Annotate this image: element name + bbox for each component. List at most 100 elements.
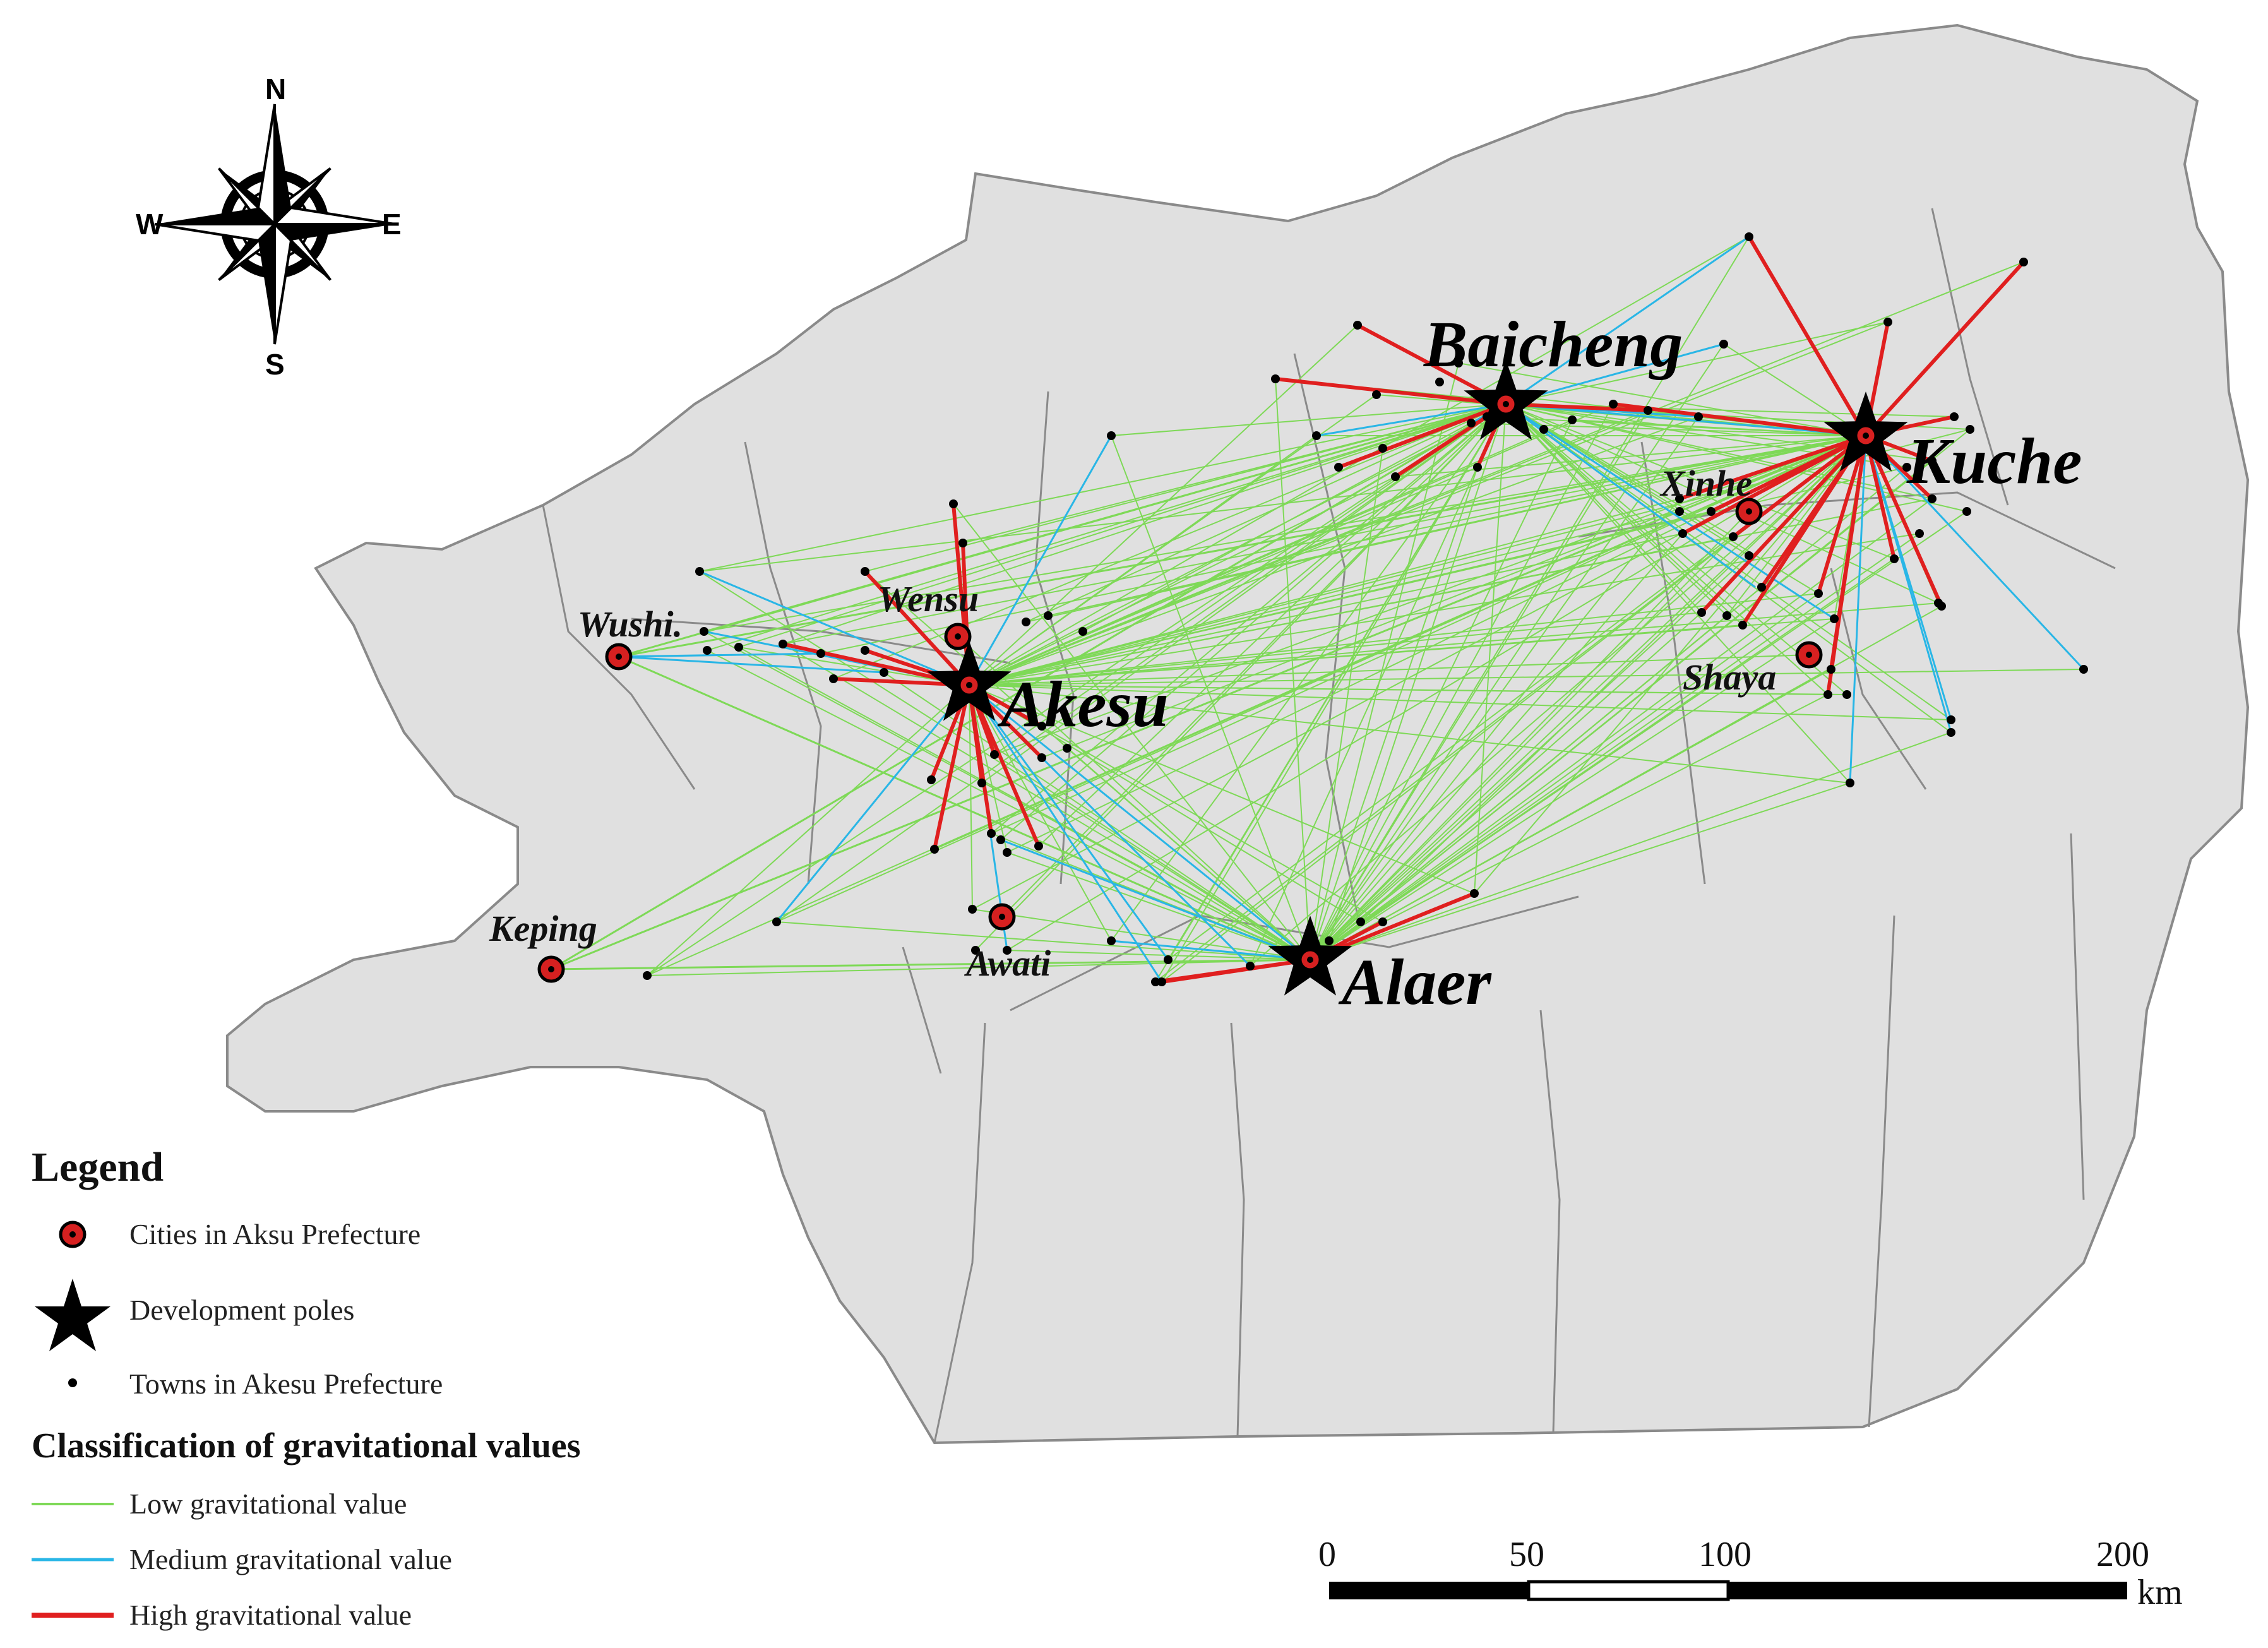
gravity-link <box>1864 434 1943 607</box>
town-dot <box>1675 507 1684 516</box>
gravity-link <box>782 643 1311 960</box>
gravity-link <box>969 498 1680 686</box>
town-dot <box>1022 618 1030 626</box>
scale-tick-50: 50 <box>1509 1535 1544 1574</box>
town-dot <box>1454 359 1463 367</box>
gravity-link <box>1505 321 1889 405</box>
low-gravity-links <box>551 236 2084 982</box>
gravity-link <box>551 434 1866 970</box>
gravity-link <box>994 435 1866 755</box>
gravity-link <box>968 684 1169 960</box>
cities-layer <box>537 498 1823 983</box>
gravity-link <box>1310 467 1478 960</box>
legend-medium-label: Medium gravitational value <box>129 1543 452 1575</box>
town-dot <box>1034 842 1043 851</box>
gravity-link <box>1310 669 1832 960</box>
town-dot <box>1729 532 1738 541</box>
town-dot <box>1003 946 1012 955</box>
town-dot <box>1470 889 1479 898</box>
town-dot <box>987 829 996 838</box>
town-dot <box>829 674 838 683</box>
gravity-link <box>972 909 1311 960</box>
town-dot <box>1107 431 1116 440</box>
gravity-link <box>1310 612 1702 960</box>
gravity-link <box>1310 533 1920 960</box>
gravity-link <box>1747 236 1868 437</box>
gravity-link <box>969 669 2084 686</box>
gravity-link <box>1337 402 1507 469</box>
city-marker-xinhe <box>1735 498 1763 525</box>
poles-layer <box>927 360 1908 996</box>
gravity-link <box>738 403 1507 648</box>
gravity-link <box>775 684 970 923</box>
gravity-link <box>1310 498 1680 960</box>
pole-label-alaer: Alaer <box>1338 946 1492 1018</box>
town-dot <box>772 917 781 926</box>
town-dot <box>1928 494 1937 503</box>
gravity-link <box>1006 852 1311 960</box>
gravity-link <box>1310 416 1699 960</box>
gravity-link <box>618 434 1866 658</box>
gravity-link <box>994 754 1311 960</box>
gravity-link <box>969 684 1311 961</box>
city-label-keping: Keping <box>489 908 597 949</box>
towns-layer <box>643 232 2088 986</box>
pole-city-marker-alaer <box>1298 948 1322 972</box>
town-dot <box>958 539 967 547</box>
town-dot <box>1356 917 1365 926</box>
pole-label-baicheng: Baicheng <box>1423 308 1683 381</box>
gravity-link <box>1155 403 1507 982</box>
gravity-link <box>1505 236 1750 405</box>
town-dot <box>816 649 825 658</box>
gravity-link <box>1474 435 1866 894</box>
town-dot <box>1694 412 1703 421</box>
scale-tick-0: 0 <box>1318 1535 1336 1574</box>
gravity-link <box>991 403 1507 834</box>
town-dot <box>1164 955 1173 964</box>
gravity-link <box>967 684 1041 847</box>
town-dot <box>1890 554 1899 563</box>
gravity-link <box>1310 511 1750 960</box>
gravity-link <box>968 684 1163 982</box>
gravity-link <box>618 655 885 674</box>
town-dot <box>996 835 1005 844</box>
scale-unit: km <box>2137 1573 2183 1612</box>
scale-tick-200: 200 <box>2096 1535 2149 1574</box>
pole-city-marker-akesu <box>957 673 981 697</box>
gravity-link <box>1310 618 1835 960</box>
gravity-link <box>1505 403 1702 613</box>
gravity-link <box>618 403 1507 658</box>
gravity-link <box>969 684 1361 923</box>
town-dot <box>1697 608 1706 617</box>
town-dot <box>734 643 743 652</box>
town-dot <box>1334 463 1343 472</box>
gravity-link <box>1865 434 2085 671</box>
town-dot <box>977 779 986 787</box>
gravity-link <box>1310 558 1895 960</box>
legend-city-symbol-icon <box>59 1221 87 1248</box>
town-dot <box>1722 611 1731 620</box>
town-dot <box>880 668 888 677</box>
gravity-link <box>1505 403 1939 604</box>
town-dot <box>927 775 936 784</box>
city-label-shaya: Shaya <box>1683 657 1776 698</box>
gravity-link <box>1041 435 1866 758</box>
town-dot <box>1745 551 1753 560</box>
gravity-link <box>1328 403 1507 941</box>
town-dot <box>643 971 652 980</box>
gravity-link <box>1723 343 1866 436</box>
gravity-link <box>1865 435 1952 733</box>
gravity-link <box>1025 403 1507 623</box>
town-dot <box>1378 444 1387 453</box>
gravity-link <box>1849 435 1867 784</box>
town-dot <box>700 627 708 636</box>
gravity-link <box>1310 536 1734 960</box>
town-dot <box>990 750 999 759</box>
town-dot <box>861 567 869 576</box>
town-dot <box>1934 599 1943 607</box>
gravity-link <box>969 618 1835 686</box>
gravity-link <box>1700 434 1868 614</box>
town-dot <box>1902 463 1911 472</box>
town-dot <box>1842 690 1851 699</box>
gravity-link <box>1310 362 1459 960</box>
